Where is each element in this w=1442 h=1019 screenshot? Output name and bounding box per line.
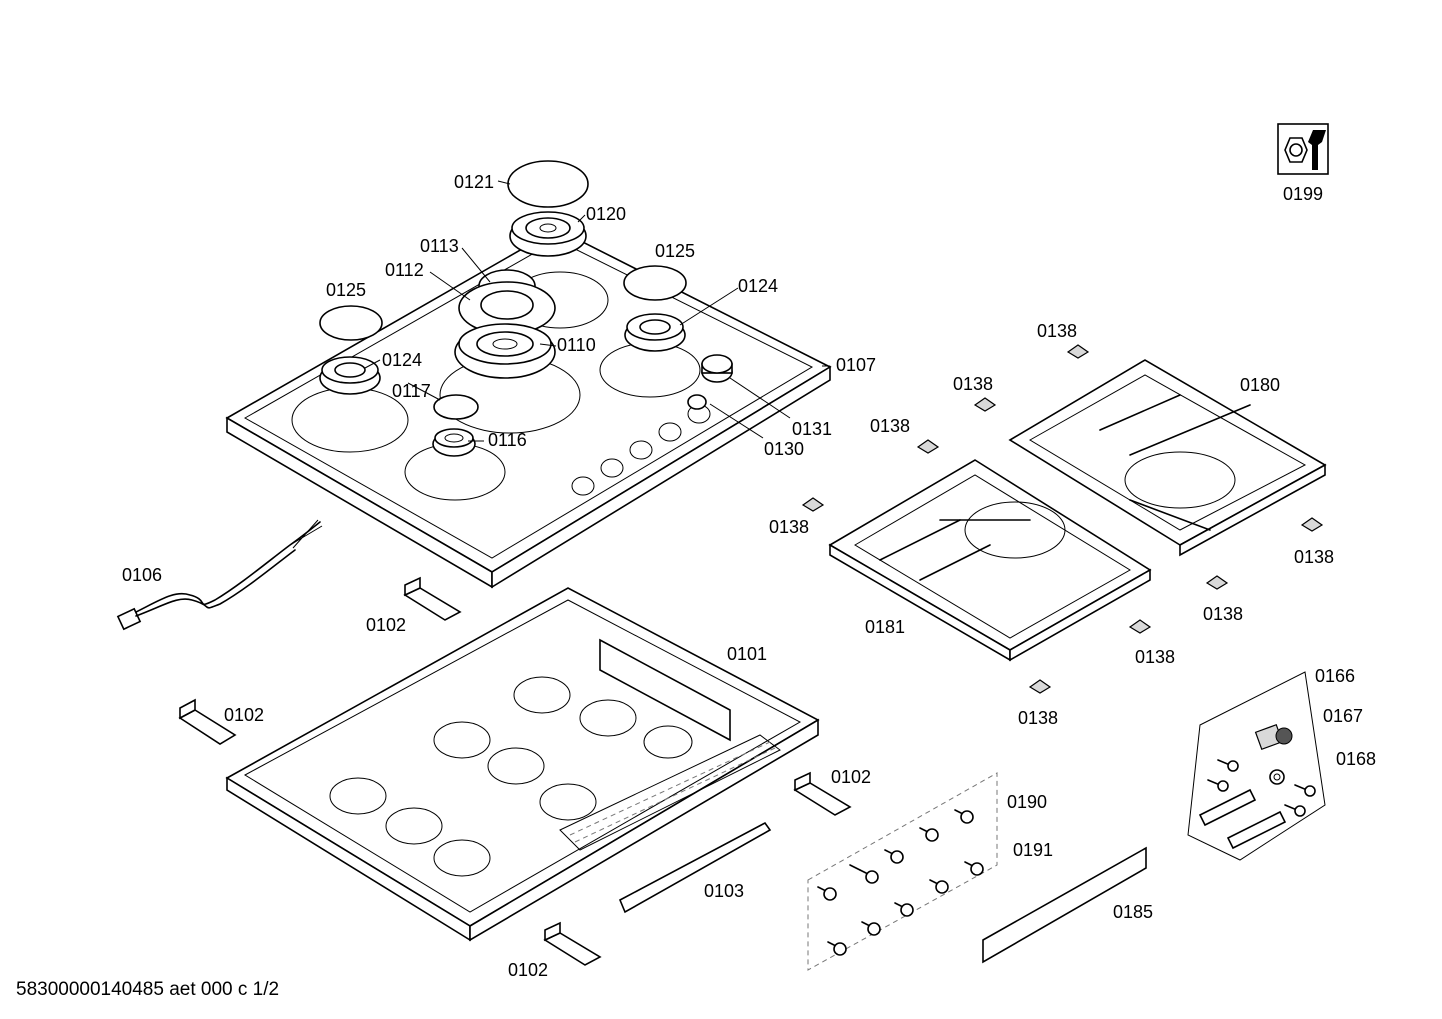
label-0138-c: 0138 <box>870 416 910 436</box>
label-0124-left: 0124 <box>382 350 422 370</box>
hob-top-plate <box>225 228 832 589</box>
label-0113: 0113 <box>420 236 459 256</box>
label-0102-b: 0102 <box>224 705 264 725</box>
label-0167: 0167 <box>1323 706 1363 726</box>
label-0199: 0199 <box>1283 184 1323 204</box>
label-0138-g: 0138 <box>1135 647 1175 667</box>
label-0190: 0190 <box>1007 792 1047 812</box>
label-0131: 0131 <box>792 419 832 439</box>
label-0130: 0130 <box>764 439 804 459</box>
label-0138-a: 0138 <box>1037 321 1077 341</box>
base-tray <box>225 587 820 942</box>
seal-strip <box>618 821 772 914</box>
label-0138-e: 0138 <box>1294 547 1334 567</box>
part-labels: 0121 0120 0113 0112 0125 0125 0124 0124 … <box>122 172 1376 980</box>
label-0110: 0110 <box>557 335 596 355</box>
label-0125-right: 0125 <box>655 241 695 261</box>
label-0103: 0103 <box>704 881 744 901</box>
wrench-nut-icon <box>1277 123 1329 175</box>
screws <box>807 772 998 971</box>
label-0116: 0116 <box>488 430 527 450</box>
label-0102-c: 0102 <box>831 767 871 787</box>
label-0121: 0121 <box>454 172 494 192</box>
label-0138-f: 0138 <box>1203 604 1243 624</box>
mounting-clips <box>178 576 852 966</box>
label-0102-d: 0102 <box>508 960 548 980</box>
rubber-feet <box>801 344 1324 694</box>
burner-caps <box>319 160 733 457</box>
gas-connection-kit <box>1187 671 1326 861</box>
label-0181: 0181 <box>865 617 905 637</box>
label-0120: 0120 <box>586 204 626 224</box>
pan-supports <box>828 359 1327 662</box>
label-0125-left: 0125 <box>326 280 366 300</box>
label-0101: 0101 <box>727 644 767 664</box>
leader-lines <box>364 180 830 442</box>
label-0168: 0168 <box>1336 749 1376 769</box>
power-cable <box>116 519 323 631</box>
label-0138-d: 0138 <box>769 517 809 537</box>
label-0106: 0106 <box>122 565 162 585</box>
label-0166: 0166 <box>1315 666 1355 686</box>
label-0117: 0117 <box>392 381 431 401</box>
document-code: 58300000140485 aet 000 c 1/2 <box>16 979 280 1000</box>
label-0124-right: 0124 <box>738 276 778 296</box>
label-0180: 0180 <box>1240 375 1280 395</box>
label-0107: 0107 <box>836 355 876 375</box>
label-0191: 0191 <box>1013 840 1053 860</box>
label-0138-h: 0138 <box>1018 708 1058 728</box>
label-0102-a: 0102 <box>366 615 406 635</box>
label-0138-b: 0138 <box>953 374 993 394</box>
seal-strip-long <box>982 846 1147 964</box>
label-0185: 0185 <box>1113 902 1153 922</box>
label-0112: 0112 <box>385 260 424 280</box>
